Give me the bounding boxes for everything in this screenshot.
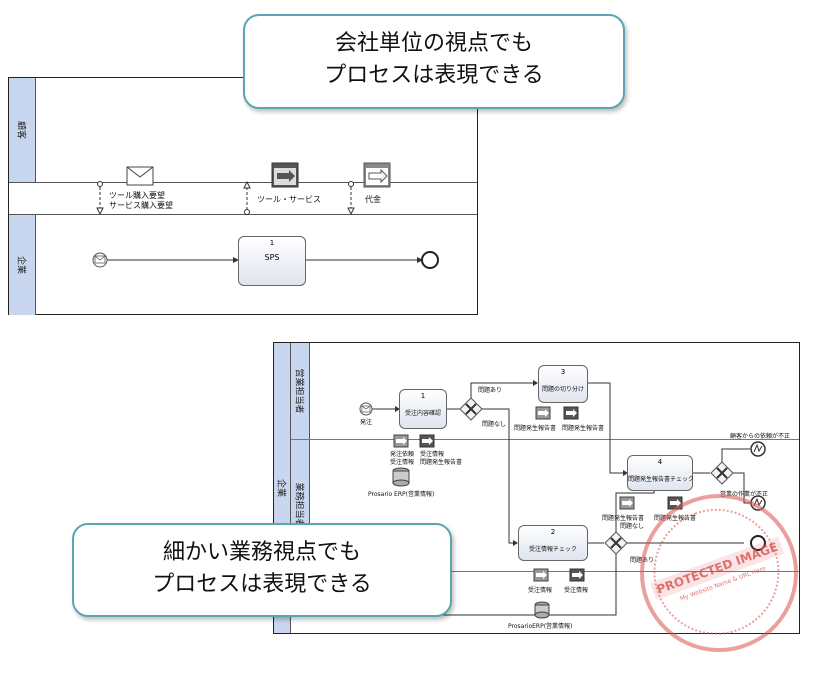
end-event: [750, 535, 766, 551]
gateway-label: 問題あり: [630, 557, 655, 564]
lane-divider: [9, 182, 477, 183]
task-name: 受注情報チェック: [528, 546, 577, 553]
sequence-flow: [733, 472, 750, 504]
message-label: ツール・サービス: [257, 195, 321, 204]
gateway-label: 問題なし: [482, 421, 507, 428]
message-flow-start: [348, 181, 354, 187]
sequence-arrow: [533, 380, 538, 386]
data-label: 受注情報: [390, 459, 415, 466]
end-event-label: 顧客からの依頼が不正: [730, 433, 791, 440]
message-flow-start: [244, 209, 250, 215]
lane-header-customer: 顧客: [9, 78, 36, 183]
data-label: 問題発生報告書: [514, 425, 557, 432]
document-data-icon: [393, 434, 435, 448]
data-label: 発注依頼: [390, 451, 415, 458]
task-name: SPS: [264, 253, 280, 262]
message-flow-arrow: [96, 207, 104, 216]
lane-divider: [291, 439, 799, 440]
sequence-arrow: [395, 406, 400, 412]
task-sps[interactable]: 1 SPS: [238, 236, 306, 286]
callout-line: 細かい業務視点でも: [162, 540, 361, 565]
top-flow-canvas: [92, 162, 439, 284]
task-number: 1: [269, 239, 275, 247]
database-icon: [392, 467, 410, 487]
exclusive-gateway: [710, 461, 734, 485]
gateway-label: 問題なし: [620, 523, 645, 530]
document-data-icon: [619, 496, 683, 510]
message-start-event: [92, 252, 108, 268]
error-icon: [753, 497, 763, 507]
task-name: 受注内容確認: [404, 410, 441, 417]
top-callout: 会社単位の視点でも プロセスは表現できる: [243, 14, 625, 109]
lane-divider: [9, 214, 477, 215]
task-number: 1: [420, 392, 426, 400]
sequence-arrow: [233, 257, 239, 263]
arrow-outline-data-icon: [363, 162, 391, 188]
sequence-flow: [615, 489, 655, 532]
sequence-arrow: [513, 540, 518, 546]
error-icon: [753, 443, 763, 453]
message-flow-start: [97, 181, 103, 187]
lane-header-company: 企業: [9, 214, 36, 315]
message-flow-arrow: [347, 207, 355, 216]
sequence-flow: [586, 382, 624, 474]
bottom-flow-canvas: [359, 380, 766, 619]
data-label: 問題発生報告書: [562, 425, 605, 432]
task-order-check[interactable]: 1 受注内容確認: [399, 389, 447, 429]
data-label: 受注情報: [564, 587, 589, 594]
data-label: 問題発生報告書: [420, 459, 463, 466]
sequence-flow: [470, 382, 534, 398]
sequence-arrow: [623, 470, 628, 476]
gateway-label: 問題あり: [478, 387, 503, 394]
message-start-event: [359, 402, 373, 416]
task-number: 3: [560, 368, 566, 376]
task-order-info-check[interactable]: 2 受注情報チェック: [518, 525, 588, 561]
task-report-check[interactable]: 4 問題発生報告書チェック: [627, 455, 695, 491]
bottom-callout: 細かい業務視点でも プロセスは表現できる: [72, 523, 452, 617]
sequence-arrow: [417, 257, 423, 263]
task-name: 問題の切り分け: [541, 386, 584, 393]
data-label: 問題発生報告書: [654, 515, 697, 522]
task-name: 問題発生報告書チェック: [628, 476, 695, 483]
task-number: 2: [550, 528, 556, 536]
task-problem-isolation[interactable]: 3 問題の切り分け: [538, 365, 588, 403]
document-data-icon: [535, 406, 579, 420]
data-label: 受注情報: [420, 451, 445, 458]
top-process-diagram: 顧客 企業: [8, 77, 478, 315]
envelope-icon: [126, 166, 154, 186]
message-flow-arrow: [243, 180, 251, 189]
database-label: Prosario ERP(営業情報): [368, 491, 435, 498]
message-label: 代金: [365, 195, 381, 204]
start-label: 発注: [360, 419, 373, 426]
data-label: 問題発生報告書: [602, 515, 645, 522]
data-label: 受注情報: [528, 587, 553, 594]
callout-line: プロセスは表現できる: [324, 63, 544, 88]
callout-line: プロセスは表現できる: [152, 572, 372, 597]
sequence-flow: [482, 408, 514, 544]
sequence-flow: [721, 448, 750, 462]
end-event: [421, 251, 439, 269]
callout-line: 会社単位の視点でも: [334, 31, 533, 56]
arrow-data-icon: [271, 162, 299, 188]
database-label: ProsarioERP(営業情報): [508, 623, 573, 630]
document-data-icon: [533, 568, 585, 582]
end-event-label: 営業の作業が不正: [720, 491, 769, 498]
message-label: ツール購入要望: [109, 191, 165, 200]
task-number: 4: [657, 458, 663, 466]
message-label: サービス購入要望: [109, 201, 173, 210]
exclusive-gateway: [604, 531, 628, 555]
exclusive-gateway: [459, 397, 483, 421]
database-icon: [534, 601, 550, 619]
